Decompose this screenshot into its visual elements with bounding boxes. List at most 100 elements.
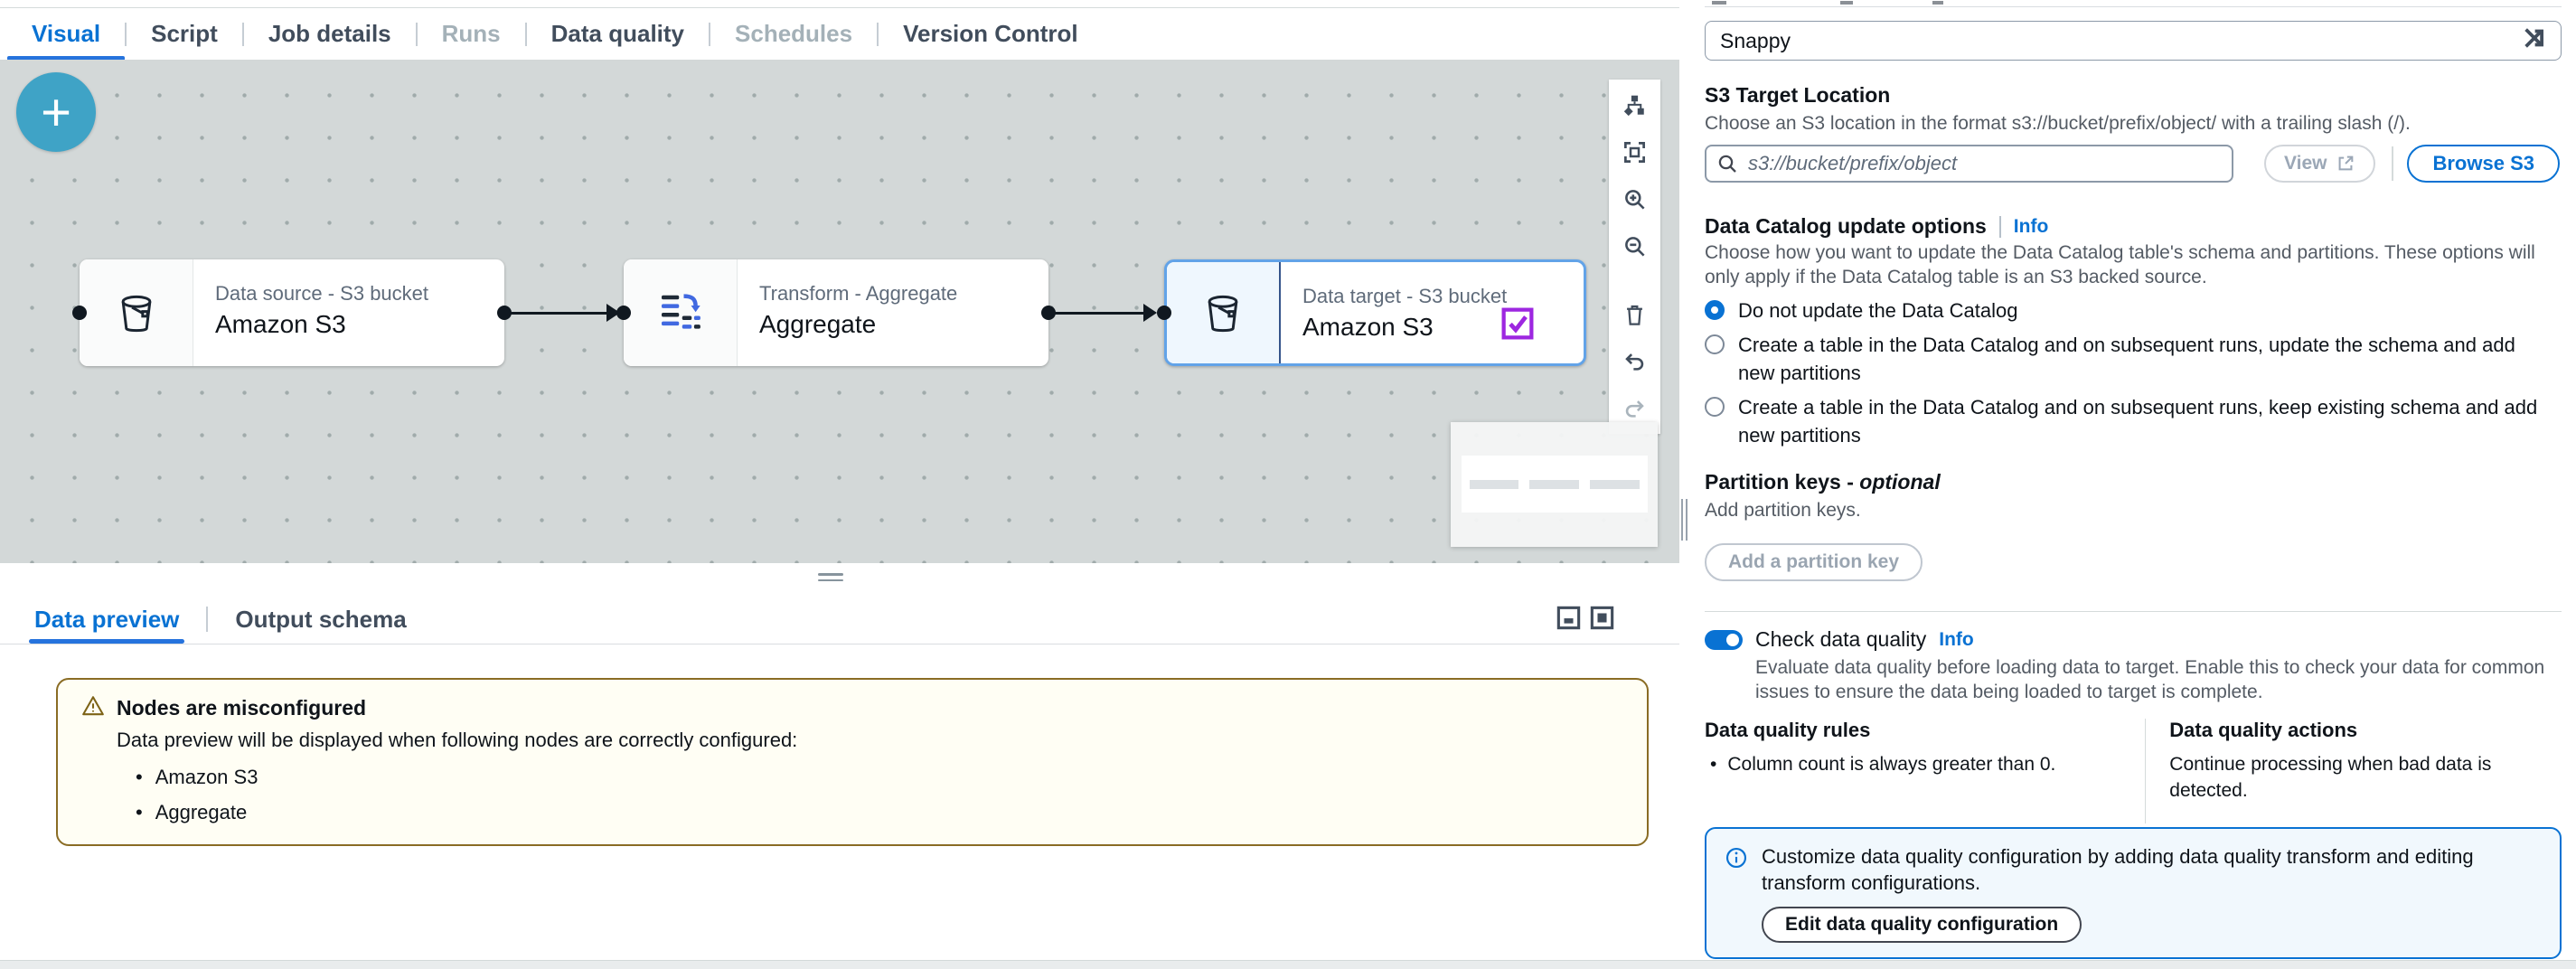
radio-option-no-update[interactable]: Do not update the Data Catalog (1705, 296, 2562, 325)
radio-selected[interactable] (1705, 300, 1725, 320)
data-quality-columns: Data quality rules Column count is alway… (1705, 719, 2562, 823)
catalog-options-description: Choose how you want to update the Data C… (1705, 242, 2535, 287)
redo-icon[interactable] (1609, 385, 1660, 432)
add-partition-key-button[interactable]: Add a partition key (1705, 543, 1923, 581)
minimap-node (1590, 480, 1640, 489)
preview-panel: Data preview Output schema (0, 563, 1679, 969)
tab-separator (709, 22, 711, 46)
tab-schedules[interactable]: Schedules (735, 20, 853, 47)
s3-target-location-description: Choose an S3 location in the format s3:/… (1705, 113, 2411, 134)
node-data-target-s3[interactable]: Data target - S3 bucket Amazon S3 (1164, 259, 1586, 366)
input-port (72, 306, 87, 320)
tab-script[interactable]: Script (151, 20, 218, 47)
warning-node-list: Amazon S3 Aggregate (136, 766, 1623, 824)
trash-icon[interactable] (1609, 291, 1660, 338)
tab-data-quality[interactable]: Data quality (550, 20, 685, 47)
check-data-quality-row: Check data quality Info (1705, 627, 2562, 652)
data-quality-info-banner: Customize data quality configuration by … (1705, 827, 2562, 959)
tab-separator (241, 22, 244, 46)
tab-visual[interactable]: Visual (7, 8, 126, 61)
zoom-out-icon[interactable] (1609, 222, 1660, 269)
horizontal-scrollbar[interactable] (0, 960, 2576, 969)
data-quality-rule-item: Column count is always greater than 0. (1705, 751, 2121, 777)
data-quality-description: Evaluate data quality before loading dat… (1755, 657, 2545, 702)
input-port (616, 306, 631, 320)
edge-line (504, 312, 607, 315)
tab-job-details[interactable]: Job details (268, 20, 391, 47)
tab-separator (415, 22, 418, 46)
preview-tabbar: Data preview Output schema (28, 599, 409, 644)
browse-s3-button[interactable]: Browse S3 (2407, 145, 2560, 183)
properties-panel: Snappy S3 Target Location Choose an S3 l… (1697, 0, 2576, 969)
s3-target-row: View Browse S3 (1705, 145, 2562, 183)
edit-data-quality-configuration-button[interactable]: Edit data quality configuration (1762, 907, 2082, 943)
tab-separator (877, 22, 879, 46)
warning-title: Nodes are misconfigured (117, 696, 367, 720)
tab-separator (125, 22, 127, 46)
job-graph-canvas[interactable]: + Data source - S3 bucket Amazon S3 (0, 60, 1679, 563)
undo-icon[interactable] (1609, 338, 1660, 385)
node-name: Amazon S3 (1302, 313, 1434, 341)
edge-line (1048, 312, 1144, 315)
tab-runs[interactable]: Runs (441, 20, 501, 47)
partition-keys-label: Partition keys - optional (1705, 470, 1941, 494)
tab-data-preview[interactable]: Data preview (28, 599, 185, 644)
data-quality-toggle-label: Check data quality (1755, 627, 1927, 651)
input-port (1157, 306, 1171, 320)
section-divider (1705, 611, 2562, 612)
tab-separator (524, 22, 527, 46)
minimap-node (1470, 480, 1518, 489)
catalog-options-header: Data Catalog update options Info (1705, 214, 2562, 239)
misconfigured-warning-box: Nodes are misconfigured Data preview wil… (56, 678, 1649, 846)
node-type-label: Data source - S3 bucket (215, 282, 429, 305)
compression-select[interactable]: Snappy (1705, 21, 2562, 61)
tab-version-control[interactable]: Version Control (903, 20, 1078, 47)
data-quality-toggle[interactable] (1705, 629, 1743, 650)
catalog-radio-group: Do not update the Data Catalog Create a … (1705, 296, 2562, 449)
radio-option-keep-schema[interactable]: Create a table in the Data Catalog and o… (1705, 393, 2562, 449)
clipped-control-above (1705, 0, 2562, 7)
dock-panel-icon[interactable] (1556, 605, 1582, 635)
canvas-toolbar (1609, 80, 1660, 434)
radio-unselected[interactable] (1705, 397, 1725, 417)
data-quality-checkbox-badge (1501, 307, 1534, 344)
editor-tabbar: Visual Script Job details Runs Data qual… (0, 7, 1679, 61)
data-quality-info-link[interactable]: Info (1939, 628, 1974, 650)
auto-layout-icon[interactable] (1609, 81, 1660, 128)
partition-keys-helper: Add partition keys. (1705, 500, 1861, 521)
view-s3-button[interactable]: View (2264, 145, 2376, 183)
column-divider (2145, 719, 2147, 823)
button-separator (2392, 146, 2394, 181)
panel-resize-handle[interactable] (818, 573, 843, 585)
warning-node-item: Amazon S3 (136, 766, 1623, 789)
data-quality-actions-description: Continue processing when bad data is det… (2169, 754, 2492, 801)
tab-separator (206, 607, 209, 632)
canvas-minimap[interactable] (1451, 422, 1658, 547)
s3-target-location-label: S3 Target Location (1705, 83, 1891, 107)
radio-unselected[interactable] (1705, 334, 1725, 354)
maximize-panel-icon[interactable] (1589, 605, 1615, 635)
banner-message: Customize data quality configuration by … (1762, 845, 2474, 894)
external-link-icon (2339, 155, 2354, 171)
catalog-info-link[interactable]: Info (2013, 215, 2049, 237)
toolbar-gap (1609, 269, 1660, 291)
radio-option-update-schema[interactable]: Create a table in the Data Catalog and o… (1705, 331, 2562, 387)
panel-scrollbar-thumb[interactable] (1681, 499, 1688, 541)
node-data-source-s3[interactable]: Data source - S3 bucket Amazon S3 (80, 259, 504, 366)
search-icon (1718, 155, 1736, 173)
edge-arrowhead (1143, 304, 1157, 322)
s3-bucket-icon (80, 259, 193, 366)
tab-output-schema[interactable]: Output schema (235, 605, 407, 633)
zoom-in-icon[interactable] (1609, 175, 1660, 222)
s3-bucket-icon (1167, 262, 1281, 363)
s3-location-input[interactable] (1705, 145, 2233, 183)
node-transform-aggregate[interactable]: Transform - Aggregate Aggregate (624, 259, 1048, 366)
catalog-options-label: Data Catalog update options (1705, 214, 1987, 238)
node-type-label: Data target - S3 bucket (1302, 285, 1508, 307)
fit-to-view-icon[interactable] (1609, 128, 1660, 175)
add-node-button[interactable]: + (16, 72, 96, 152)
data-quality-actions-title: Data quality actions (2169, 719, 2358, 741)
warning-message: Data preview will be displayed when foll… (117, 729, 798, 751)
warning-triangle-icon (81, 694, 105, 722)
